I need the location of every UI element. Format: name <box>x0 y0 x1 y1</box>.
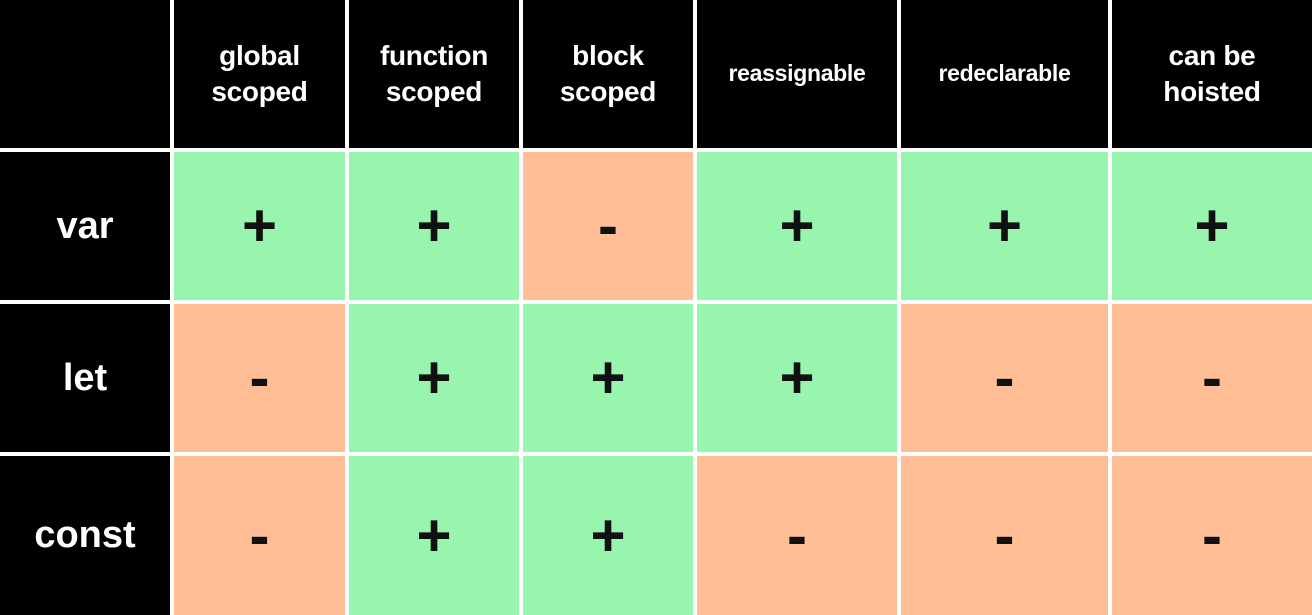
cell-const-block-scoped: + <box>523 456 693 615</box>
row-label-var: var <box>0 152 170 300</box>
cell-const-reassignable: - <box>697 456 897 615</box>
cell-let-can-be-hoisted: - <box>1112 304 1312 452</box>
cell-let-global-scoped: - <box>174 304 345 452</box>
cell-var-can-be-hoisted: + <box>1112 152 1312 300</box>
column-header-block-scoped: block scoped <box>523 0 693 148</box>
cell-var-block-scoped: - <box>523 152 693 300</box>
column-header-reassignable: reassignable <box>697 0 897 148</box>
cell-var-global-scoped: + <box>174 152 345 300</box>
cell-let-block-scoped: + <box>523 304 693 452</box>
cell-var-reassignable: + <box>697 152 897 300</box>
cell-let-redeclarable: - <box>901 304 1108 452</box>
cell-var-function-scoped: + <box>349 152 519 300</box>
row-label-let: let <box>0 304 170 452</box>
corner-cell <box>0 0 170 148</box>
cell-const-can-be-hoisted: - <box>1112 456 1312 615</box>
column-header-global-scoped: global scoped <box>174 0 345 148</box>
row-label-const: const <box>0 456 170 615</box>
cell-const-redeclarable: - <box>901 456 1108 615</box>
column-header-function-scoped: function scoped <box>349 0 519 148</box>
cell-var-redeclarable: + <box>901 152 1108 300</box>
cell-const-function-scoped: + <box>349 456 519 615</box>
cell-let-function-scoped: + <box>349 304 519 452</box>
cell-let-reassignable: + <box>697 304 897 452</box>
column-header-can-be-hoisted: can be hoisted <box>1112 0 1312 148</box>
column-header-redeclarable: redeclarable <box>901 0 1108 148</box>
cell-const-global-scoped: - <box>174 456 345 615</box>
